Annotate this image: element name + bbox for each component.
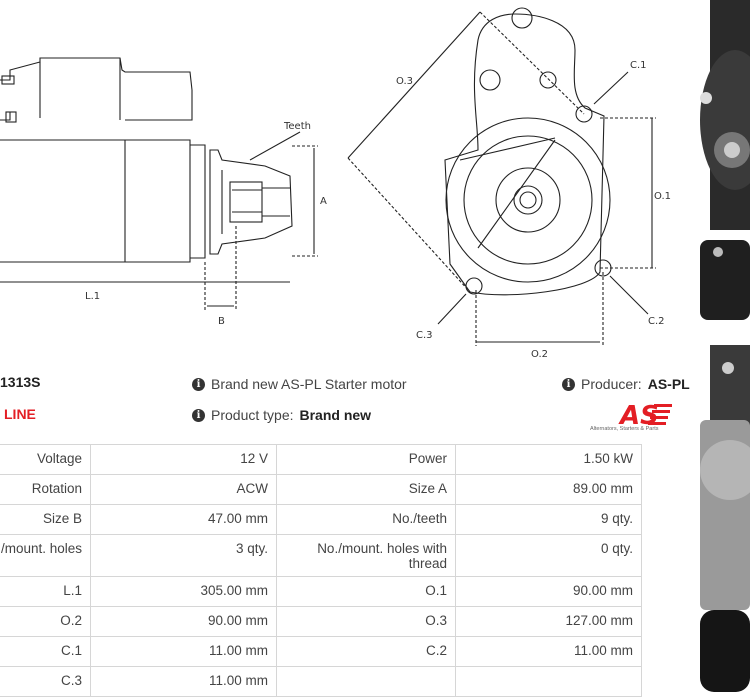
spec-value: 90.00 mm [90, 606, 277, 637]
spec-value: 9 qty. [455, 504, 642, 535]
spec-label: C.3 [0, 666, 91, 697]
spec-label: C.2 [276, 636, 456, 667]
spec-label: Voltage [0, 444, 91, 475]
spec-label [276, 666, 456, 697]
spec-value: 89.00 mm [455, 474, 642, 505]
spec-value: 90.00 mm [455, 576, 642, 607]
spec-label: Rotation [0, 474, 91, 505]
spec-value: 11.00 mm [90, 636, 277, 667]
spec-label: O.1 [276, 576, 456, 607]
label-c3: C.3 [416, 330, 433, 341]
spec-label: Size B [0, 504, 91, 535]
spec-label: Power [276, 444, 456, 475]
producer-info: i Producer: AS-PL [562, 376, 690, 392]
product-sku: 1313S [0, 374, 41, 390]
label-c1: C.1 [630, 60, 647, 71]
label-teeth: Teeth [283, 121, 311, 132]
spec-value: 0 qty. [455, 534, 642, 577]
product-photo [700, 0, 750, 692]
spec-label: /mount. holes [0, 534, 91, 577]
logo-tagline: Alternators, Starters & Parts [590, 426, 659, 432]
label-o3: O.3 [396, 76, 413, 87]
label-l1: L.1 [85, 291, 100, 302]
info-icon: i [562, 377, 575, 391]
info-icon: i [192, 377, 205, 391]
spec-value: 12 V [90, 444, 277, 475]
spec-label: No./mount. holes with thread [276, 534, 456, 577]
spec-value: 1.50 kW [455, 444, 642, 475]
spec-value: 11.00 mm [455, 636, 642, 667]
spec-label: No./teeth [276, 504, 456, 535]
spec-label: O.2 [0, 606, 91, 637]
spec-value: ACW [90, 474, 277, 505]
product-line: LINE [4, 406, 36, 422]
label-b: B [218, 316, 225, 327]
producer-label: Producer: [581, 376, 642, 392]
technical-drawing: Teeth A L.1 B O.3 C.1 O.1 C.2 C.3 O.2 [0, 7, 671, 360]
product-type-value: Brand new [299, 407, 372, 423]
producer-value: AS-PL [647, 376, 690, 392]
product-type-info: i Product type: Brand new [192, 407, 371, 423]
producer-logo: AS [618, 401, 672, 431]
spec-label: C.1 [0, 636, 91, 667]
spec-label: L.1 [0, 576, 91, 607]
spec-value: 305.00 mm [90, 576, 277, 607]
label-a: A [320, 196, 327, 207]
product-type-label: Product type: [211, 407, 294, 423]
spec-value: 11.00 mm [90, 666, 277, 697]
spec-value: 127.00 mm [455, 606, 642, 637]
label-o2: O.2 [531, 349, 548, 360]
label-c2: C.2 [648, 316, 665, 327]
spec-label: Size A [276, 474, 456, 505]
spec-value: 47.00 mm [90, 504, 277, 535]
spec-value: 3 qty. [90, 534, 277, 577]
description-text: Brand new AS-PL Starter motor [211, 376, 407, 392]
info-icon: i [192, 408, 205, 422]
description-info: i Brand new AS-PL Starter motor [192, 376, 407, 392]
label-o1: O.1 [654, 191, 671, 202]
spec-value [455, 666, 642, 697]
spec-label: O.3 [276, 606, 456, 637]
